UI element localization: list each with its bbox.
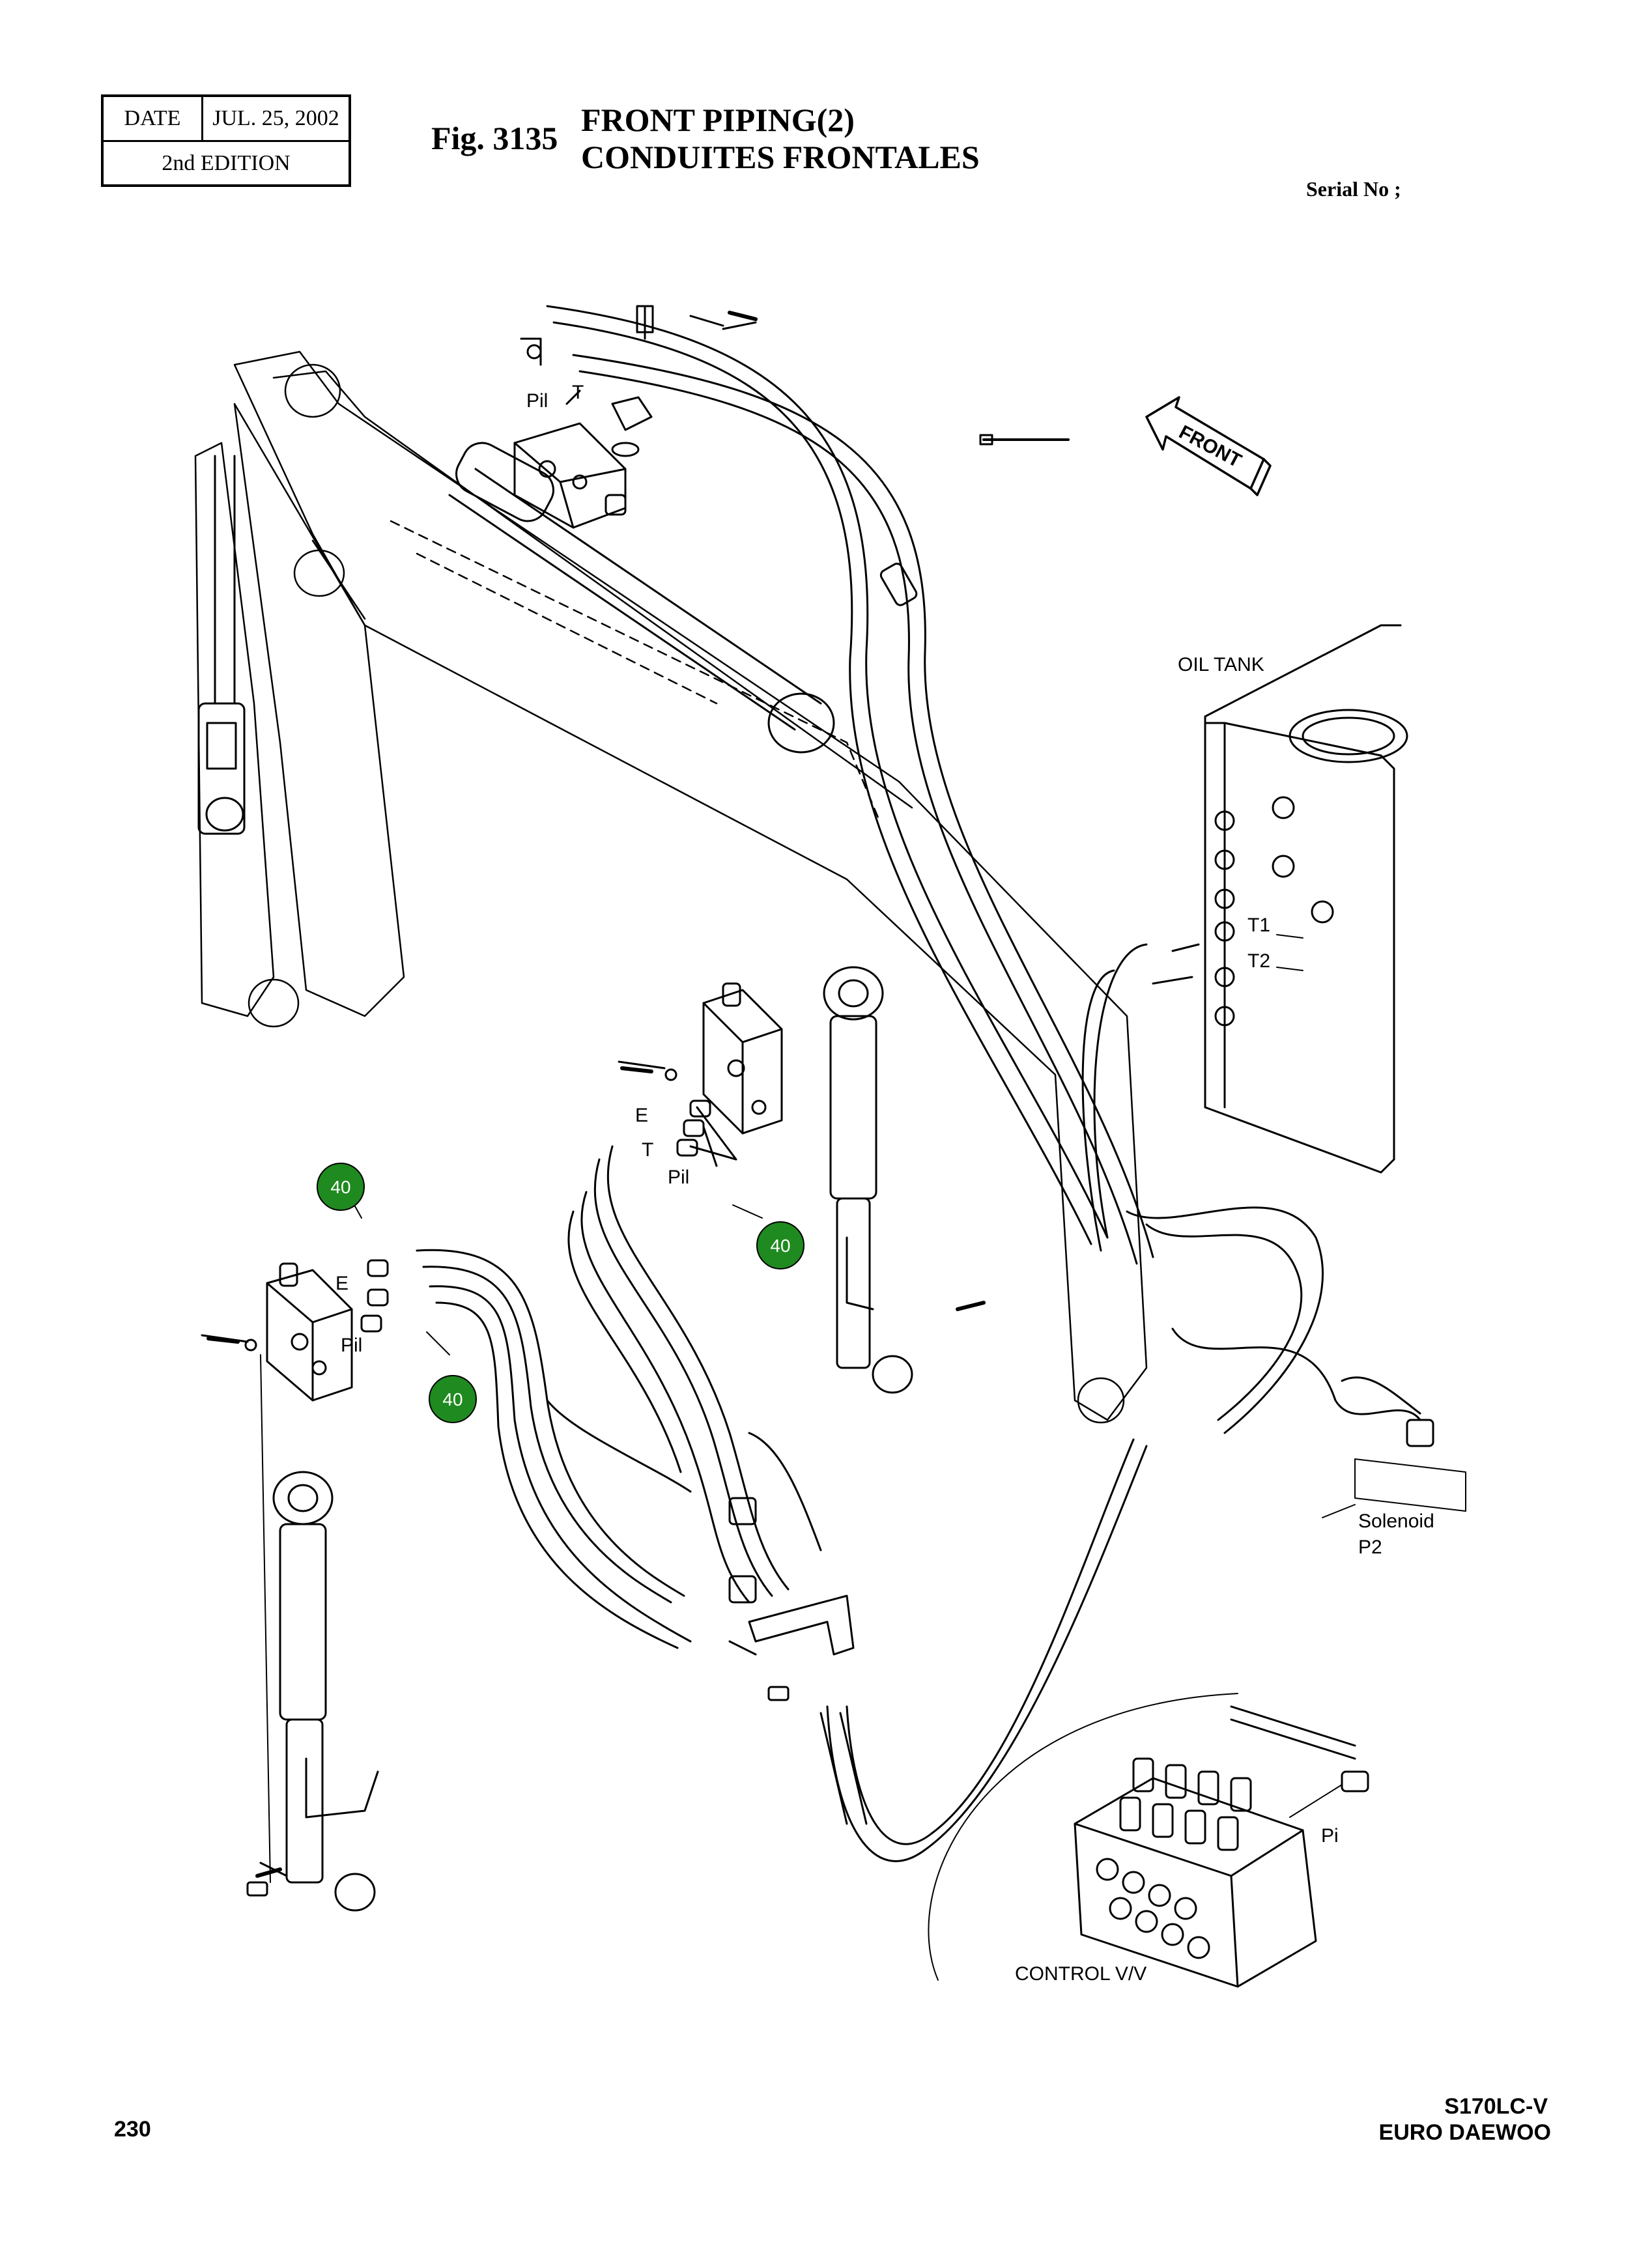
top-valve-block (513, 305, 757, 529)
badge-40-middle: 40 (756, 1221, 805, 1269)
date-row: DATE JUL. 25, 2002 (104, 97, 349, 142)
badge-40-upper-left-text: 40 (330, 1177, 350, 1197)
bucket-cylinder-center (823, 966, 913, 1394)
hose-bracket (728, 1497, 855, 1701)
bolts (206, 311, 986, 1878)
pin (979, 434, 1070, 446)
arm-cylinder-left (197, 455, 246, 835)
boom-structure (194, 350, 1148, 1424)
tank-return-hoses (1081, 943, 1434, 1447)
figure-number: Fig. 3135 (431, 120, 558, 156)
t1-label: T1 (1247, 914, 1270, 936)
date-value: JUL. 25, 2002 (212, 106, 339, 130)
left-valve-block (201, 1259, 389, 1402)
control-valve-label: CONTROL V/V (1015, 1963, 1146, 1985)
control-valve-feed-hose (819, 1438, 1369, 1862)
page-number: 230 (114, 2117, 151, 2142)
pi-label: Pi (1321, 1825, 1339, 1847)
middle-valve-block (618, 982, 783, 1167)
oil-tank-label: OIL TANK (1178, 654, 1264, 675)
solenoid-label: Solenoid (1358, 1510, 1434, 1532)
t-label-top: T (572, 382, 584, 403)
edition-label: 2nd EDITION (162, 151, 291, 175)
pilot-line (928, 1693, 1238, 1981)
badge-40-upper-left: 40 (317, 1163, 365, 1211)
e-label-mid: E (635, 1105, 648, 1126)
oil-tank (1152, 624, 1408, 1174)
model-name: S170LC-V (1444, 2094, 1548, 2119)
left-hose-bundle (416, 1249, 692, 1649)
bucket-cylinder-left (246, 1354, 379, 1912)
t2-label: T2 (1247, 950, 1270, 972)
pil-label-left: Pil (341, 1335, 362, 1356)
title-french: CONDUITES FRONTALES (581, 139, 980, 175)
pil-label-mid: Pil (668, 1167, 689, 1188)
date-label: DATE (104, 97, 203, 140)
t-label-mid: T (642, 1139, 653, 1161)
main-hose-bundle (546, 305, 1154, 1265)
badge-40-lower-left-text: 40 (442, 1389, 463, 1410)
manufacturer-name: EURO DAEWOO (1378, 2120, 1551, 2145)
serial-number-label: Serial No ; (1306, 177, 1401, 201)
middle-hose-bundle (567, 1145, 822, 1604)
p2-label: P2 (1358, 1537, 1382, 1558)
title-english: FRONT PIPING(2) (581, 102, 855, 138)
front-arrow-icon (1145, 396, 1272, 496)
boom-top-cylinder (448, 442, 835, 754)
pil-label-top: Pil (526, 390, 548, 412)
solenoid-callout (1354, 1458, 1466, 1512)
e-label-left: E (335, 1273, 349, 1294)
date-edition-box: DATE JUL. 25, 2002 2nd EDITION (101, 94, 351, 187)
badge-40-middle-text: 40 (770, 1236, 790, 1256)
badge-40-lower-left: 40 (429, 1375, 477, 1423)
control-valve (1074, 1757, 1317, 1988)
